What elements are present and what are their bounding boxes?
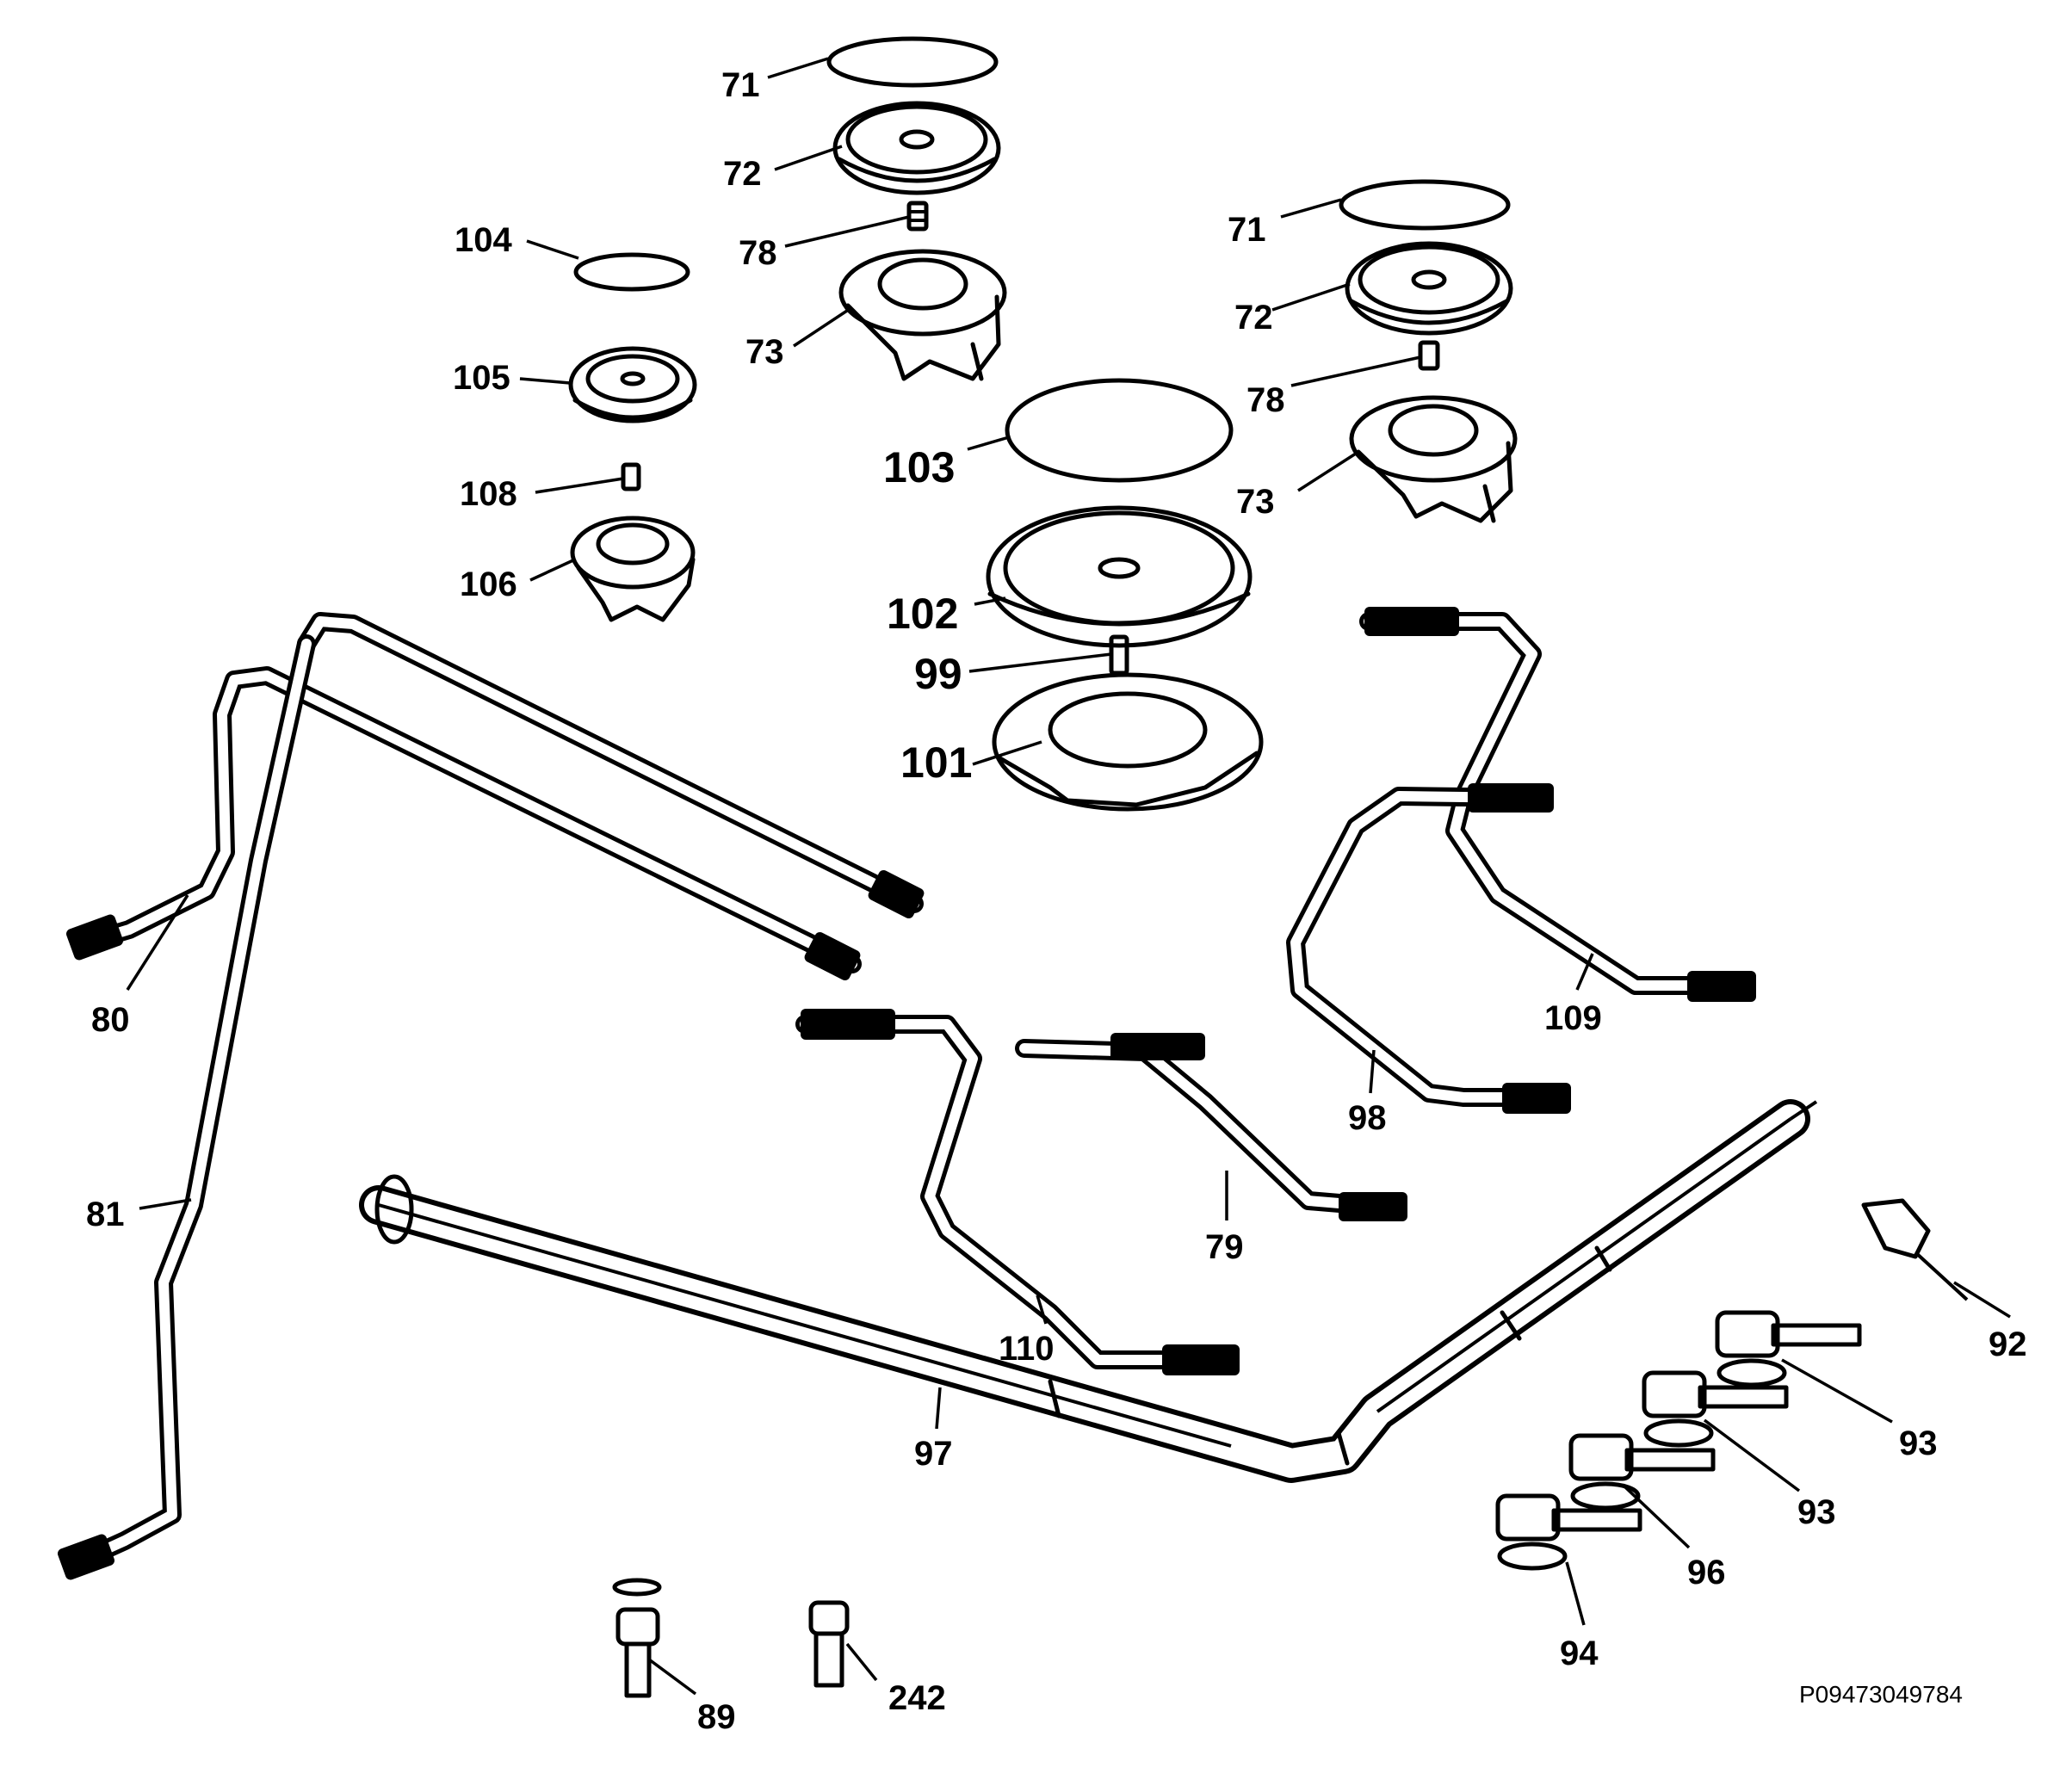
label-98: 98 <box>1348 1099 1387 1137</box>
injector-78-top <box>906 201 929 232</box>
label-78-top: 78 <box>739 234 777 272</box>
label-102: 102 <box>887 590 958 638</box>
label-72-right: 72 <box>1234 299 1273 337</box>
pipe-110 <box>795 1015 1206 1369</box>
burner-cap-104 <box>573 252 690 292</box>
burner-crown-72-top <box>832 101 1001 195</box>
label-94: 94 <box>1560 1634 1599 1672</box>
burner-body-73-right <box>1349 395 1518 523</box>
burner-cap-71-top <box>826 36 999 88</box>
label-99: 99 <box>914 650 962 698</box>
drawing-code: P09473049784 <box>1799 1681 1963 1708</box>
label-108: 108 <box>460 475 517 513</box>
label-72-top: 72 <box>723 155 762 193</box>
gas-pipes <box>68 612 1718 1572</box>
burner-crown-102 <box>986 505 1253 648</box>
injector-78-right <box>1418 340 1440 371</box>
label-80: 80 <box>91 1001 130 1039</box>
label-89: 89 <box>697 1698 736 1736</box>
burner-body-101 <box>992 672 1264 812</box>
burner-body-106 <box>570 516 696 622</box>
label-71-top: 71 <box>721 66 760 104</box>
gas-tap-94 <box>1495 1493 1642 1571</box>
label-106: 106 <box>460 565 517 603</box>
burner-crown-105 <box>568 346 697 423</box>
pipe-79 <box>1015 1039 1370 1214</box>
injector-99 <box>1109 634 1129 676</box>
burner-cap-71-right <box>1339 179 1511 231</box>
label-93-lower: 93 <box>1797 1493 1836 1531</box>
label-71-right: 71 <box>1228 211 1266 249</box>
label-109: 109 <box>1544 999 1602 1037</box>
label-104: 104 <box>455 221 512 259</box>
igniter-switch-92 <box>1861 1198 1969 1301</box>
label-242: 242 <box>888 1679 946 1717</box>
label-96: 96 <box>1687 1554 1726 1591</box>
gas-tap-96 <box>1568 1433 1716 1511</box>
label-93-upper: 93 <box>1899 1424 1938 1462</box>
label-110: 110 <box>999 1330 1055 1368</box>
gas-tap-93-lower <box>1642 1370 1789 1448</box>
burner-crown-72-right <box>1345 241 1513 336</box>
pipe-fittings <box>58 607 1756 1580</box>
label-103: 103 <box>883 443 955 491</box>
label-79: 79 <box>1205 1228 1244 1266</box>
part-242 <box>808 1600 850 1688</box>
label-73-top: 73 <box>745 333 784 371</box>
label-81: 81 <box>86 1196 125 1233</box>
gas-tap-93-upper <box>1715 1310 1862 1387</box>
part-89 <box>612 1578 662 1698</box>
label-78-right: 78 <box>1246 381 1285 419</box>
label-101: 101 <box>900 738 972 787</box>
burner-body-73-top <box>838 249 1007 381</box>
pipe-98 <box>1286 787 1542 1107</box>
label-97: 97 <box>914 1435 953 1473</box>
label-73-right: 73 <box>1236 483 1275 521</box>
injector-108 <box>621 462 641 491</box>
leader-lines <box>126 57 2011 1696</box>
part-labels: 71 72 78 73 104 105 108 106 71 72 78 73 … <box>86 66 2027 1736</box>
gas-rail-97 <box>359 1099 1818 1483</box>
label-105: 105 <box>453 359 510 397</box>
label-92: 92 <box>1989 1325 2027 1363</box>
burner-cap-103 <box>1005 378 1234 483</box>
